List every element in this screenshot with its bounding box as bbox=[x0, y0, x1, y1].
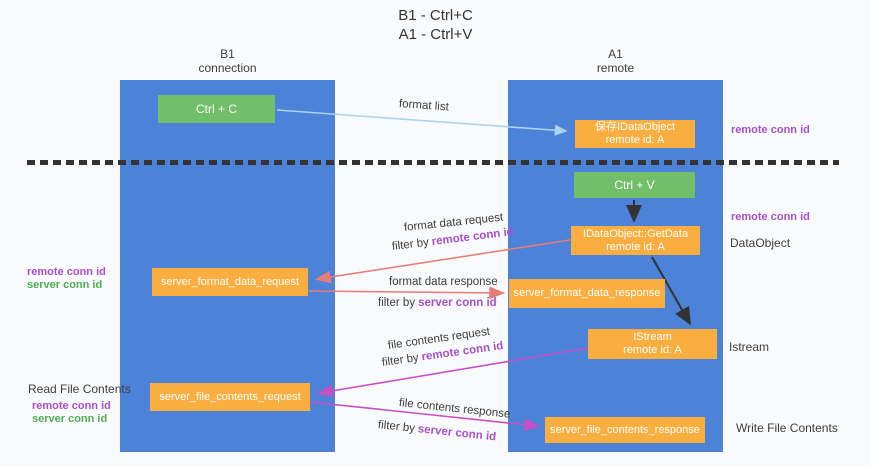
column-header-b1: B1 connection bbox=[120, 47, 335, 75]
left-read-file-contents-label: Read File Contents bbox=[28, 382, 131, 396]
filter-by-text: filter by bbox=[377, 419, 416, 435]
ctrl-c-label: Ctrl + C bbox=[195, 102, 237, 116]
ctrl-c-box: Ctrl + C bbox=[158, 95, 275, 123]
right-dataobject-label: DataObject bbox=[730, 236, 791, 250]
right-write-file-contents-label: Write File Contents bbox=[736, 421, 838, 435]
filter-by-text: filter by bbox=[378, 297, 416, 309]
server-file-contents-response-label: server_file_contents_response bbox=[550, 423, 700, 436]
right-remote-conn-id-mid: remote conn id bbox=[731, 211, 810, 223]
left-server-conn-id-top: server conn id bbox=[27, 279, 103, 291]
server-format-data-request-box: server_format_data_request bbox=[152, 268, 308, 296]
column-header-a1: A1 remote bbox=[508, 47, 723, 75]
getdata-line2: remote id: A bbox=[606, 240, 665, 253]
arrow-format-data-response bbox=[308, 286, 506, 300]
server-format-data-response-box: server_format_data_response bbox=[509, 279, 665, 308]
right-remote-conn-id-top: remote conn id bbox=[731, 124, 810, 136]
istream-line2: remote id: A bbox=[623, 344, 682, 356]
server-file-contents-request-box: server_file_contents_request bbox=[150, 383, 310, 411]
title-line-1: B1 - Ctrl+C bbox=[398, 7, 473, 24]
server-file-contents-response-box: server_file_contents_response bbox=[545, 417, 705, 443]
filter-by-text: filter by bbox=[391, 236, 430, 253]
istream-box: IStream remote id: A bbox=[588, 329, 717, 359]
save-dataobject-line2: remote id: A bbox=[605, 134, 665, 146]
server-conn-id-text: server conn id bbox=[418, 297, 497, 309]
ctrl-v-label: Ctrl + V bbox=[614, 178, 655, 192]
title-line-2: A1 - Ctrl+V bbox=[398, 26, 473, 43]
getdata-box: IDataObject::GetData remote id: A bbox=[571, 226, 700, 255]
session-divider-dashed-line bbox=[27, 160, 839, 165]
save-dataobject-line1: 保存IDataObject bbox=[594, 121, 676, 133]
getdata-line1: IDataObject::GetData bbox=[582, 227, 689, 240]
ctrl-v-box: Ctrl + V bbox=[574, 172, 695, 198]
b1-name: B1 bbox=[220, 47, 235, 61]
istream-line1: IStream bbox=[633, 331, 672, 343]
server-conn-id-text: server conn id bbox=[417, 423, 497, 444]
server-format-data-request-label: server_format_data_request bbox=[160, 275, 300, 288]
diagram-title: B1 - Ctrl+C A1 - Ctrl+V bbox=[300, 6, 571, 44]
server-file-contents-request-label: server_file_contents_request bbox=[159, 390, 301, 403]
left-remote-conn-id-bottom: remote conn id bbox=[32, 400, 111, 412]
a1-subtitle: remote bbox=[596, 61, 635, 75]
server-format-data-response-label: server_format_data_response bbox=[513, 287, 661, 299]
right-istream-label: Istream bbox=[729, 340, 770, 354]
left-remote-conn-id-top: remote conn id bbox=[27, 266, 106, 278]
format-list-label: format list bbox=[398, 98, 450, 114]
b1-subtitle: connection bbox=[198, 61, 257, 75]
a1-name: A1 bbox=[608, 47, 623, 61]
left-server-conn-id-bottom: server conn id bbox=[32, 413, 108, 425]
save-dataobject-box: 保存IDataObject remote id: A bbox=[575, 120, 695, 148]
file-contents-response-label: file contents response bbox=[398, 397, 511, 421]
format-data-response-label: format data response bbox=[389, 276, 498, 288]
filter-by-text: filter by bbox=[381, 351, 420, 369]
